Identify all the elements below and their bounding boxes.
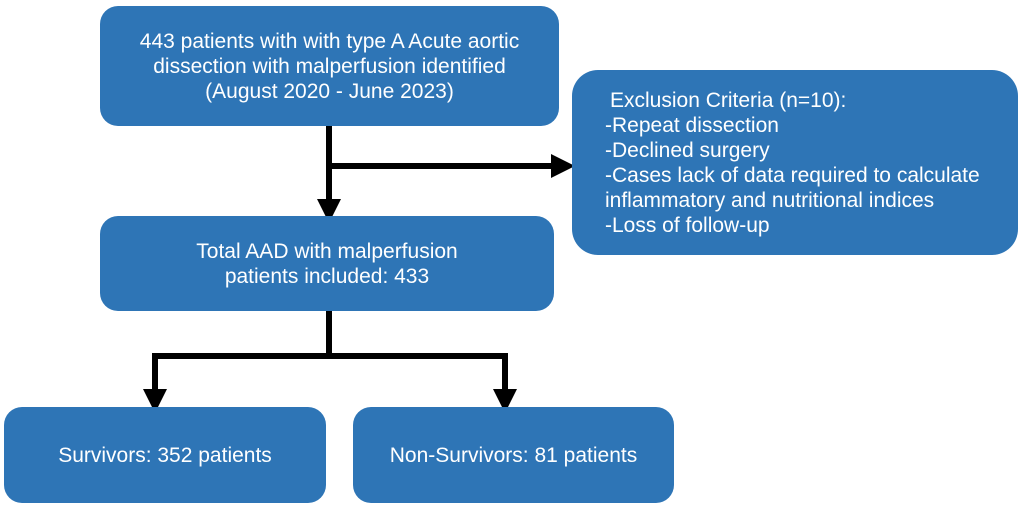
- exclusion-item-repeat-dissection: -Repeat dissection: [605, 113, 779, 137]
- exclusion-title: Exclusion Criteria (n=10):: [610, 88, 847, 112]
- exclusion-item-lack-of-data-cont: inflammatory and nutritional indices: [605, 188, 935, 212]
- identified-line-2: dissection with malperfusion identified: [153, 54, 506, 78]
- exclusion-criteria-box: Exclusion Criteria (n=10): -Repeat disse…: [572, 70, 1018, 255]
- non-survivors-label: Non-Survivors: 81 patients: [389, 443, 638, 467]
- total-included-box: Total AAD with malperfusion patients inc…: [100, 216, 554, 311]
- identified-patients-box: 443 patients with with type A Acute aort…: [100, 6, 559, 126]
- identified-line-3: (August 2020 - June 2023): [205, 79, 454, 103]
- identified-line-1: 443 patients with with type A Acute aort…: [139, 29, 520, 53]
- total-line-2: patients included: 433: [224, 264, 430, 288]
- exclusion-item-declined-surgery: -Declined surgery: [605, 138, 770, 162]
- survivors-label: Survivors: 352 patients: [58, 443, 272, 467]
- total-line-1: Total AAD with malperfusion: [196, 239, 458, 263]
- exclusion-item-loss-of-follow-up: -Loss of follow-up: [605, 213, 770, 237]
- non-survivors-box: Non-Survivors: 81 patients: [353, 407, 674, 503]
- exclusion-item-lack-of-data: -Cases lack of data required to calculat…: [605, 163, 980, 187]
- survivors-box: Survivors: 352 patients: [4, 407, 326, 503]
